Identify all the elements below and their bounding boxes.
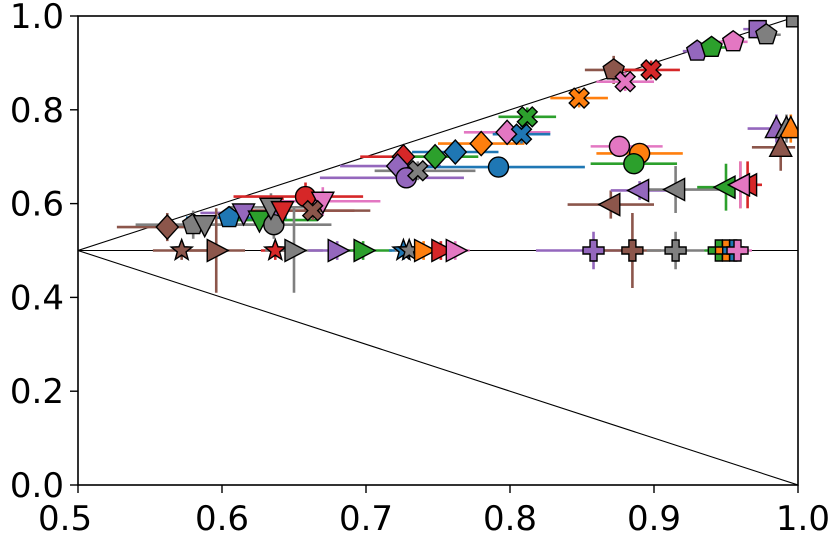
data-point-55: [413, 238, 438, 263]
data-point-56: [431, 238, 455, 263]
data-point-15: [406, 159, 429, 182]
data-point-47: [169, 237, 195, 262]
data-point-49: [262, 237, 288, 262]
x-tick-label: 0.6: [195, 499, 249, 537]
x-tick-label: 0.5: [38, 499, 92, 537]
reference-line-0: [78, 16, 798, 252]
y-tick-label: 0.4: [10, 278, 64, 318]
data-point-50: [284, 238, 308, 263]
data-point-35: [623, 153, 645, 175]
x-axis-ticks: 0.5 0.6 0.7 0.8 0.9 1.0: [38, 485, 830, 537]
data-point-52: [353, 238, 377, 263]
x-tick-label: 0.7: [339, 499, 393, 537]
data-point-45: [778, 115, 798, 139]
data-point-32: [785, 16, 798, 28]
data-point-60: [664, 239, 687, 262]
data-point-37: [626, 178, 650, 203]
x-tick-label: 0.8: [483, 499, 537, 537]
data-point-26: [640, 59, 663, 81]
data-point-28: [700, 35, 723, 58]
y-tick-label: 0.6: [10, 185, 64, 225]
y-tick-label: 1.0: [10, 0, 64, 37]
plot-frame: [77, 15, 799, 486]
data-point-4: [231, 203, 256, 227]
data-point-17: [443, 138, 468, 166]
reference-line-2: [78, 249, 798, 485]
data-point-36: [597, 192, 621, 217]
data-point-38: [662, 177, 686, 202]
data-point-46: [768, 133, 793, 158]
data-point-25: [614, 70, 637, 93]
data-point-0: [155, 214, 180, 241]
data-point-31: [755, 22, 778, 45]
data-point-23: [568, 87, 591, 109]
data-point-64: [726, 239, 749, 262]
data-point-48: [206, 238, 230, 263]
data-point-29: [721, 29, 745, 52]
y-tick-label: 0.8: [10, 91, 64, 131]
data-point-57: [445, 238, 469, 263]
y-tick-label: 0.0: [10, 466, 64, 506]
data-point-33: [608, 135, 631, 158]
data-point-18: [469, 130, 494, 157]
data-point-42: [726, 172, 751, 197]
x-tick-label: 0.9: [627, 499, 681, 537]
data-point-58: [582, 239, 605, 262]
data-markers: [155, 16, 798, 263]
y-tick-label: 0.2: [10, 372, 64, 412]
data-point-22: [516, 105, 539, 128]
data-point-59: [621, 239, 644, 262]
x-tick-label: 1.0: [776, 499, 830, 537]
data-point-8: [270, 200, 295, 225]
data-point-11: [301, 199, 324, 222]
data-point-21: [510, 123, 533, 146]
data-point-19: [487, 156, 510, 178]
data-point-16: [423, 143, 448, 170]
data-point-2: [192, 214, 217, 239]
y-axis-ticks: 0.0 0.2 0.4 0.6 0.8 1.0: [10, 0, 78, 506]
data-point-51: [327, 238, 351, 263]
